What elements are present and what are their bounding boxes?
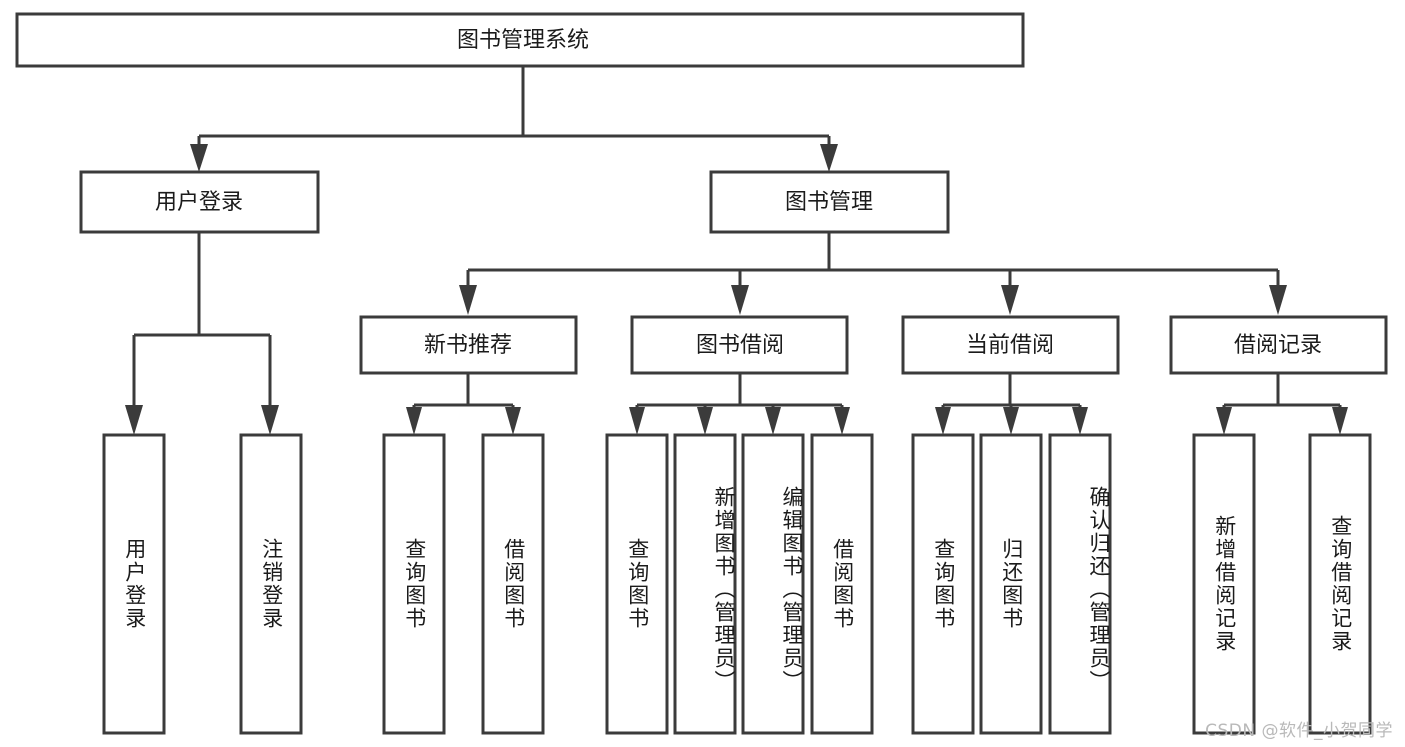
arrow-head-current-borrow [1001, 285, 1019, 315]
node-leaf-query-book-1-box[interactable] [382, 433, 446, 735]
node-root-box[interactable] [15, 12, 1025, 68]
node-leaf-add-book-box[interactable] [673, 433, 737, 735]
arrow-head-book-manage [820, 144, 838, 172]
arrow-head-leaf-edit-book [765, 407, 781, 435]
arrow-head-borrow-record [1269, 285, 1287, 315]
node-leaf-add-record-box[interactable] [1192, 433, 1256, 735]
arrow-head-new-book-recommend [459, 285, 477, 315]
node-leaf-user-logout-box[interactable] [239, 433, 303, 735]
arrow-head-user-login [190, 144, 208, 172]
connector-group-current-borrow [935, 373, 1088, 435]
node-current-borrow-box[interactable] [901, 315, 1120, 375]
node-user-login-box[interactable] [79, 170, 320, 234]
node-root-label: 图书管理系统 [457, 28, 589, 53]
arrow-head-leaf-add-record [1216, 407, 1232, 435]
arrow-head-leaf-query-book-3 [935, 407, 951, 435]
node-book-borrow-label: 图书借阅 [696, 333, 784, 358]
arrow-head-leaf-query-book-1 [406, 407, 422, 435]
node-leaf-query-book-2-box[interactable] [605, 433, 669, 735]
arrow-head-leaf-borrow-book-2 [834, 407, 850, 435]
node-leaf-confirm-return-box[interactable] [1048, 433, 1112, 735]
node-borrow-record-box[interactable] [1169, 315, 1388, 375]
csdn-watermark: CSDN @软件_小贺同学 [1205, 721, 1393, 741]
node-leaf-query-record-box[interactable] [1308, 433, 1372, 735]
node-borrow-record-label: 借阅记录 [1234, 333, 1322, 358]
connector-group-root [190, 66, 838, 172]
arrow-head-leaf-user-logout [261, 405, 279, 435]
arrow-head-leaf-add-book [697, 407, 713, 435]
node-leaf-user-login-box[interactable] [102, 433, 166, 735]
node-book-borrow-box[interactable] [630, 315, 849, 375]
node-leaf-borrow-book-1-box[interactable] [481, 433, 545, 735]
node-leaf-borrow-book-2-box[interactable] [810, 433, 874, 735]
node-current-borrow-label: 当前借阅 [966, 333, 1054, 358]
arrow-head-leaf-user-login [125, 405, 143, 435]
arrow-head-book-borrow [731, 285, 749, 315]
arrow-head-leaf-return-book [1003, 407, 1019, 435]
node-book-manage-label: 图书管理 [785, 190, 873, 215]
arrow-head-leaf-query-record [1332, 407, 1348, 435]
arrow-head-leaf-query-book-2 [629, 407, 645, 435]
node-user-login-label: 用户登录 [155, 190, 243, 215]
arrow-head-leaf-confirm-return [1072, 407, 1088, 435]
node-leaf-edit-book-box[interactable] [741, 433, 805, 735]
node-new-book-recommend-box[interactable] [359, 315, 578, 375]
connector-group-new-book-recommend [406, 373, 521, 435]
node-leaf-query-book-3-box[interactable] [911, 433, 975, 735]
connector-group-book-manage [459, 232, 1287, 315]
connector-group-book-borrow [629, 373, 850, 435]
node-leaf-return-book-box[interactable] [979, 433, 1043, 735]
connector-group-user-login [125, 232, 279, 435]
node-new-book-recommend-label: 新书推荐 [424, 333, 512, 358]
arrow-head-leaf-borrow-book-1 [505, 407, 521, 435]
connector-group-borrow-record [1216, 373, 1348, 435]
node-book-manage-box[interactable] [709, 170, 950, 234]
